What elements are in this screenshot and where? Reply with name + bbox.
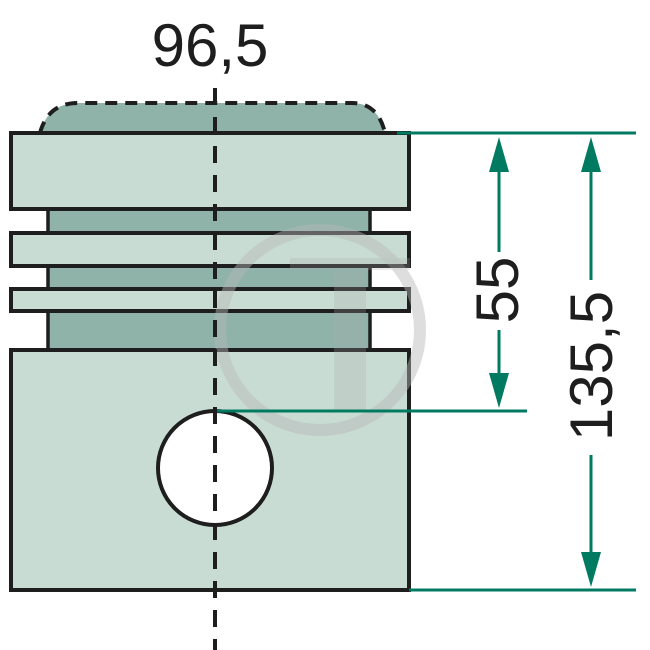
watermark-logo	[214, 224, 426, 436]
piston-ring-2	[9, 287, 411, 313]
dimension-total-height	[581, 137, 601, 587]
dimension-pin-height	[489, 137, 509, 408]
piston-ring-1	[9, 231, 411, 268]
dimension-label-pin-height: 55	[464, 257, 531, 324]
piston-crown	[40, 103, 385, 133]
dimension-label-diameter: 96,5	[152, 12, 269, 79]
dimension-label-total-height: 135,5	[558, 291, 625, 441]
top-land	[9, 131, 411, 211]
